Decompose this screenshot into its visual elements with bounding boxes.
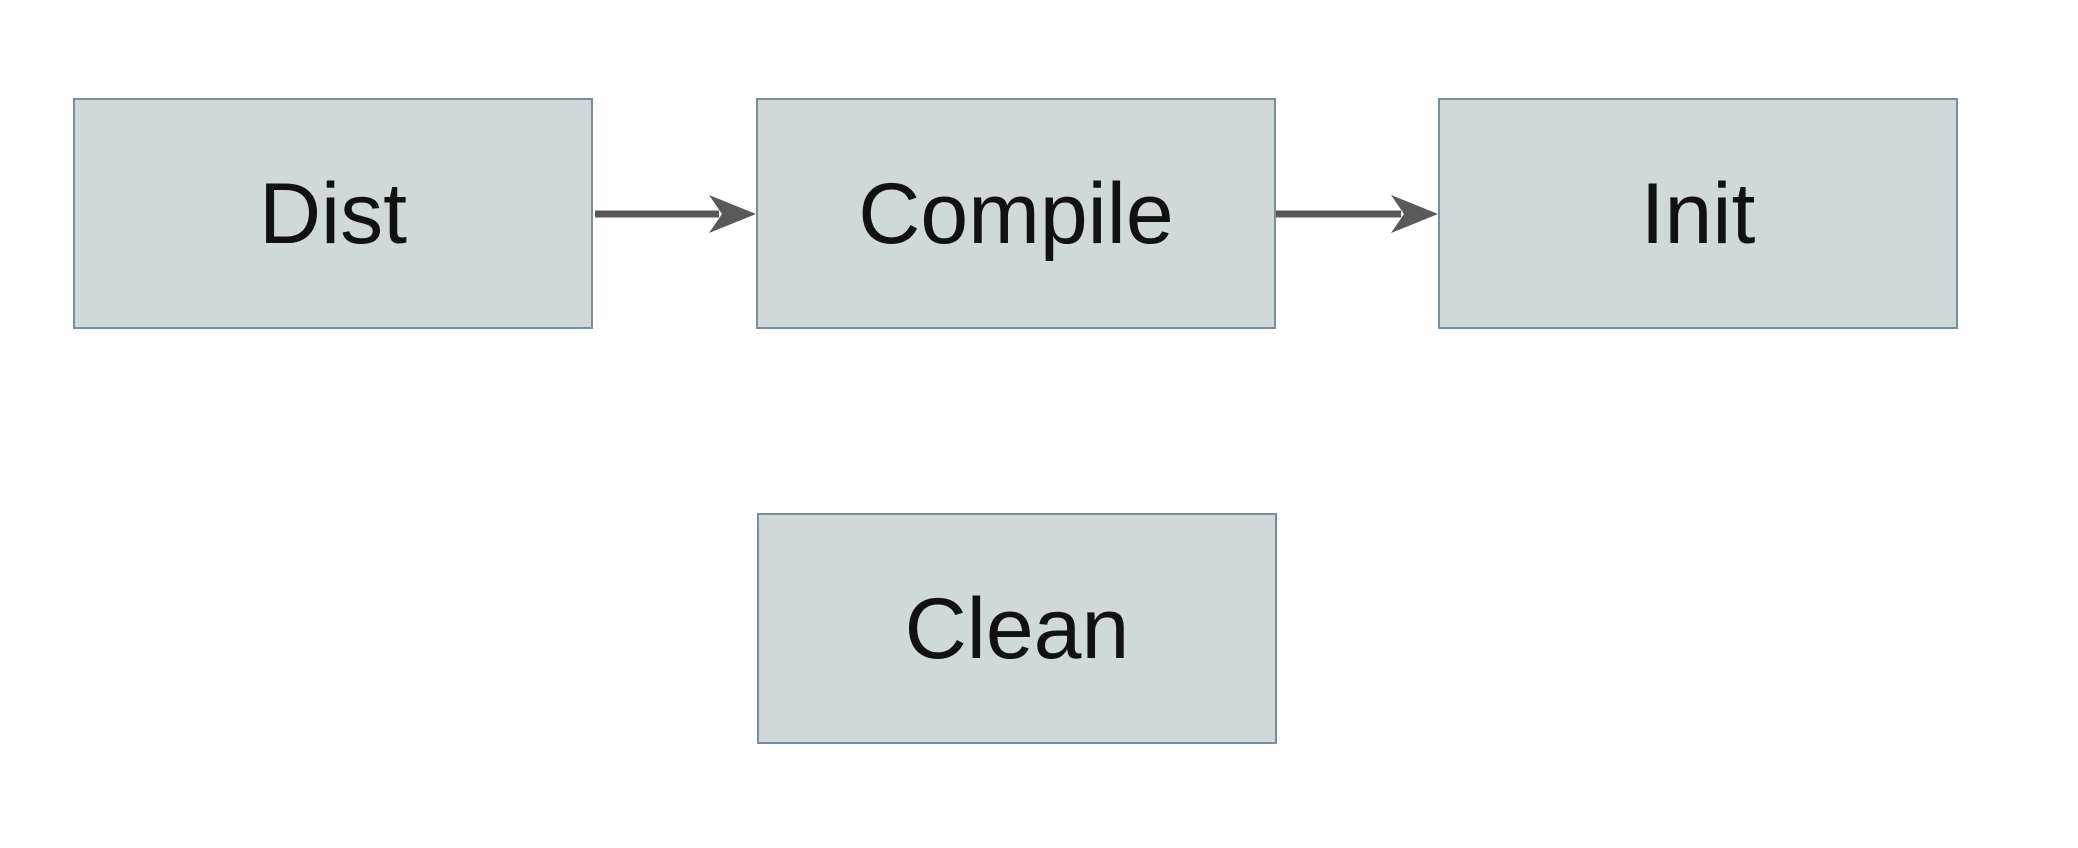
node-label-clean: Clean: [904, 580, 1130, 677]
flow-node-compile: Compile: [756, 98, 1276, 329]
arrowhead-icon: [1391, 195, 1438, 233]
node-label-init: Init: [1640, 165, 1756, 262]
arrowhead-icon: [709, 195, 756, 233]
flow-node-init: Init: [1438, 98, 1958, 329]
arrow-dist-to-compile: [595, 195, 756, 233]
node-label-dist: Dist: [258, 165, 408, 262]
flow-node-dist: Dist: [73, 98, 593, 329]
arrow-compile-to-init: [1276, 195, 1438, 233]
flow-node-clean: Clean: [757, 513, 1277, 744]
node-label-compile: Compile: [858, 165, 1174, 262]
